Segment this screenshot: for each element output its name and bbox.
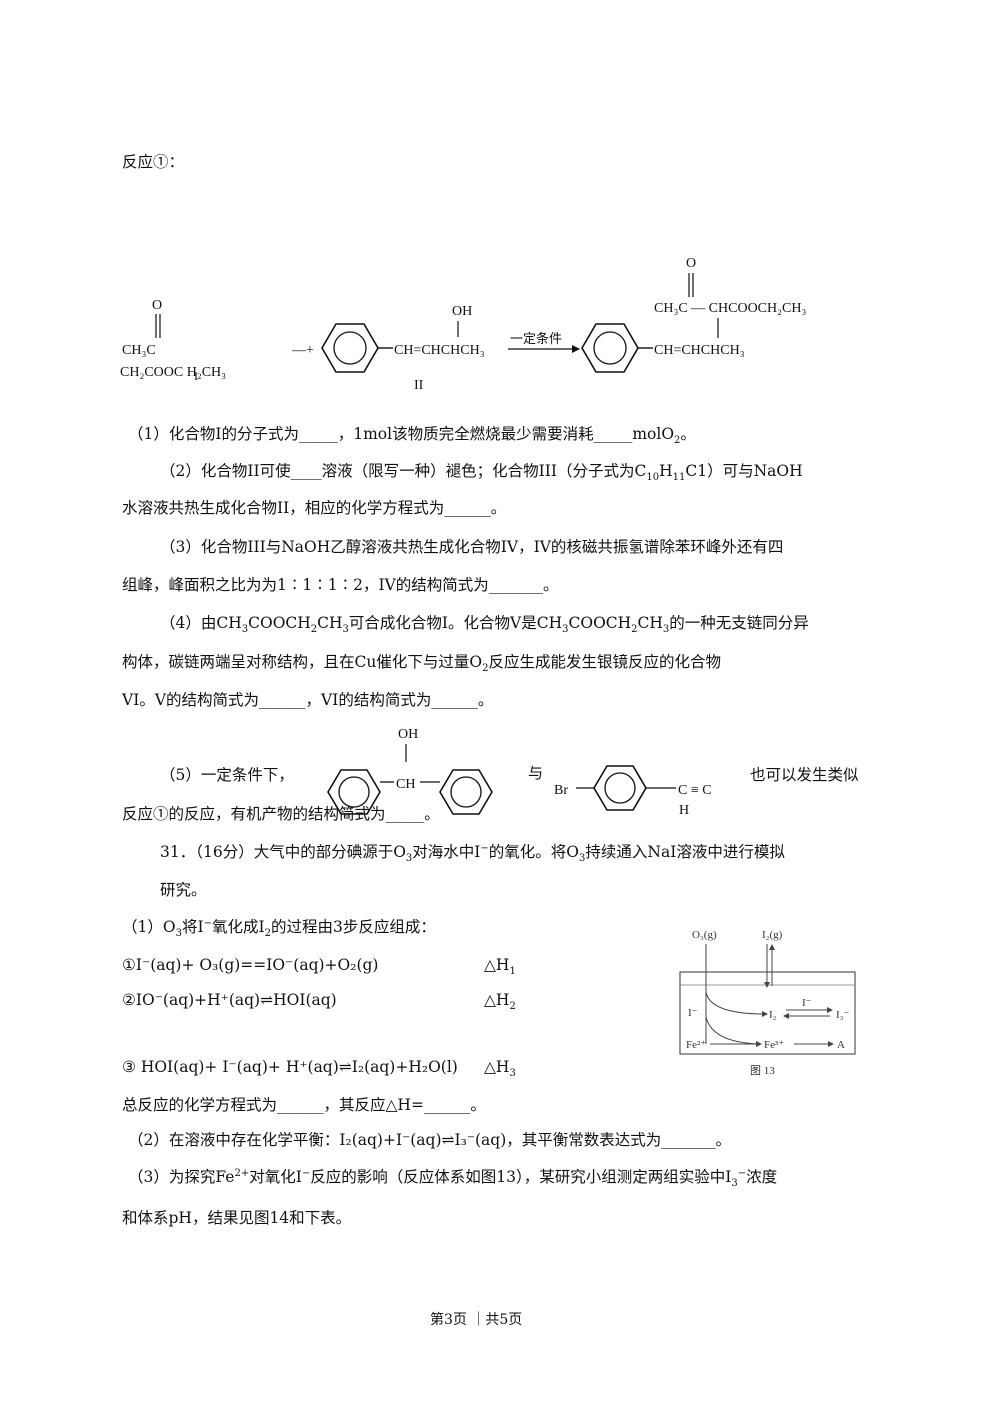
reaction-3: ③ HOI(aq)+ I⁻(aq)+ H⁺(aq)⇌I₂(aq)+H₂O(l) [122, 1058, 458, 1076]
q5-intro: （5）一定条件下， [160, 766, 294, 784]
r1-line1: CH₃C [122, 343, 156, 358]
reaction-1-dh: △H1 [484, 956, 516, 978]
s3-d: 浓度 [746, 1168, 778, 1186]
q4-f: CH [637, 614, 663, 632]
s1-line: （1）O3将I−氧化成I2的过程由3步反应组成： [122, 917, 436, 940]
fig-i2g: I₂(g) [762, 929, 783, 941]
s3-line1: （3）为探究Fe2+对氧化I−反应的影响（反应体系如图13），某研究小组测定两组… [128, 1167, 778, 1190]
fig-fe2: Fe²⁺ [686, 1039, 706, 1051]
r1-line2: CH₂COOC H₂CH₃ [120, 365, 226, 380]
reaction-2-dh: △H2 [484, 991, 516, 1013]
r1-oxygen: O [152, 298, 162, 313]
s3-line2: 和体系pH，结果见图14和下表。 [122, 1209, 352, 1227]
p31-c: 的氧化。将O [488, 843, 580, 861]
page-footer: 第3页 ｜共5页 [430, 1312, 523, 1328]
s3-a: （3）为探究Fe [128, 1168, 235, 1186]
p31-a: 31．（16分）大气中的部分碘源于O [160, 843, 406, 861]
total-reaction-question: 总反应的化学方程式为______，其反应△H=______。 [122, 1096, 486, 1114]
q5-tail: 也可以发生类似 [750, 766, 859, 784]
q5-structures: OH CH 与 Br C ≡ C H [327, 727, 712, 818]
q4-e: COOCH [568, 614, 632, 632]
s2-line: （2）在溶液中存在化学平衡：I₂(aq)+I⁻(aq)⇌I₃⁻(aq)，其平衡常… [128, 1131, 732, 1149]
q5-ch: CH [396, 777, 415, 792]
fig-caption: 图 13 [750, 1064, 775, 1077]
s1-b: 将I [181, 918, 204, 936]
benzene-ring-1 [321, 323, 379, 373]
fig-fe3: Fe³⁺ [764, 1039, 784, 1051]
q4-line3: VI。V的结构简式为______，VI的结构简式为______。 [122, 691, 494, 709]
q5-oh: OH [398, 727, 418, 742]
q1-end: 。 [680, 425, 696, 443]
q1-text: （1）化合物I的分子式为_____，1mol该物质完全燃烧最少需要消耗_____… [128, 425, 675, 443]
r1-number: I [194, 369, 198, 383]
reaction-scheme: O CH₃C CH₂COOC H₂CH₃ I —+ OH CH=CHCHCH₃ … [120, 256, 806, 393]
q2-text-a: （2）化合物II可使____溶液（限写一种）褪色；化合物III（分子式为C [160, 462, 647, 480]
reaction-3-dh: △H3 [484, 1058, 516, 1080]
benzene-ring-2 [581, 323, 639, 373]
q3-line1: （3）化合物III与NaOH乙醇溶液共热生成化合物IV，IV的核磁共振氢谱除苯环… [160, 538, 784, 556]
arrow-label: 一定条件 [510, 331, 562, 346]
s1-c: 氧化成I [211, 918, 265, 936]
p31-line1: 31．（16分）大气中的部分碘源于O3对海水中I−的氧化。将O3持续通入NaI溶… [160, 842, 785, 865]
r2-number: II [414, 378, 424, 393]
q4-a: （4）由CH [160, 614, 242, 632]
benzene-ring-5 [593, 765, 647, 811]
fig-i3: I₃⁻ [836, 1009, 849, 1021]
s3-c: 反应的影响（反应体系如图13），某研究小组测定两组实验中I [310, 1168, 732, 1186]
fig-i2: I₂ [769, 1009, 777, 1021]
q4-c: CH [317, 614, 343, 632]
fig-o3: O₃(g) [692, 929, 717, 941]
q5-triple-bond: C ≡ C [678, 783, 712, 798]
q2-text-c: C1）可与NaOH [685, 462, 803, 480]
fig-a: A [837, 1039, 845, 1051]
q4-l2b: 反应生成能发生银镜反应的化合物 [488, 653, 721, 671]
q4-line1: （4）由CH3COOCH2CH3可合成化合物I。化合物V是CH3COOCH2CH… [160, 614, 809, 636]
reaction-label: 反应①： [122, 153, 185, 171]
q4-b: COOCH [248, 614, 311, 632]
q4-line2: 构体，碳链两端呈对称结构，且在Cu催化下与过量O2反应生成能发生银镜反应的化合物 [122, 653, 721, 675]
s1-d: 的过程由3步反应组成： [270, 918, 436, 936]
p-chain: CH=CHCHCH₃ [654, 343, 745, 358]
q4-l2a: 构体，碳链两端呈对称结构，且在Cu催化下与过量O [122, 653, 483, 671]
q4-g: 的一种无支链同分异 [669, 614, 809, 632]
p-line1: CH₃C — CHCOOCH₂CH₃ [654, 301, 806, 316]
p31-d: 持续通入NaI溶液中进行模拟 [585, 843, 785, 861]
q5-line2: 反应①的反应，有机产物的结构简式为_____。 [122, 805, 440, 823]
benzene-ring-3 [327, 769, 381, 815]
q5-yu: 与 [528, 765, 543, 782]
q2-text-b: H [659, 462, 673, 480]
p31-b: 对海水中I [412, 843, 481, 861]
figure-13: O₃(g) I₂(g) I⁻ I₂ I⁻ I₃⁻ Fe²⁺ Fe³⁺ A 图 1… [679, 929, 856, 1077]
s3-b: 对氧化I [249, 1168, 302, 1186]
r2-chain: CH=CHCHCH₃ [394, 343, 485, 358]
reaction-1: ①I⁻(aq)+ O₃(g)==IO⁻(aq)+O₂(g) [122, 956, 379, 974]
q2-line1: （2）化合物II可使____溶液（限写一种）褪色；化合物III（分子式为C10H… [160, 462, 803, 484]
q2-line2: 水溶液共热生成化合物II，相应的化学方程式为______。 [122, 499, 507, 517]
q4-d: 可合成化合物I。化合物V是CH [348, 614, 563, 632]
s1-a: （1）O [122, 918, 176, 936]
q1-line: （1）化合物I的分子式为_____，1mol该物质完全燃烧最少需要消耗_____… [128, 425, 696, 447]
fig-i-arrow: I⁻ [802, 997, 812, 1009]
reaction-2: ②IO⁻(aq)+H⁺(aq)⇌HOI(aq) [122, 991, 337, 1009]
r2-oh: OH [452, 304, 472, 319]
q5-h: H [679, 803, 689, 818]
q3-line2: 组峰，峰面积之比为为1∶1∶1∶2，IV的结构简式为_______。 [122, 576, 559, 594]
plus-sign: —+ [291, 343, 314, 358]
fig-i: I⁻ [688, 1007, 698, 1019]
benzene-ring-4 [439, 769, 493, 815]
q5-br: Br [554, 783, 568, 798]
p-oxygen: O [686, 256, 696, 271]
p31-line2: 研究。 [160, 881, 207, 899]
